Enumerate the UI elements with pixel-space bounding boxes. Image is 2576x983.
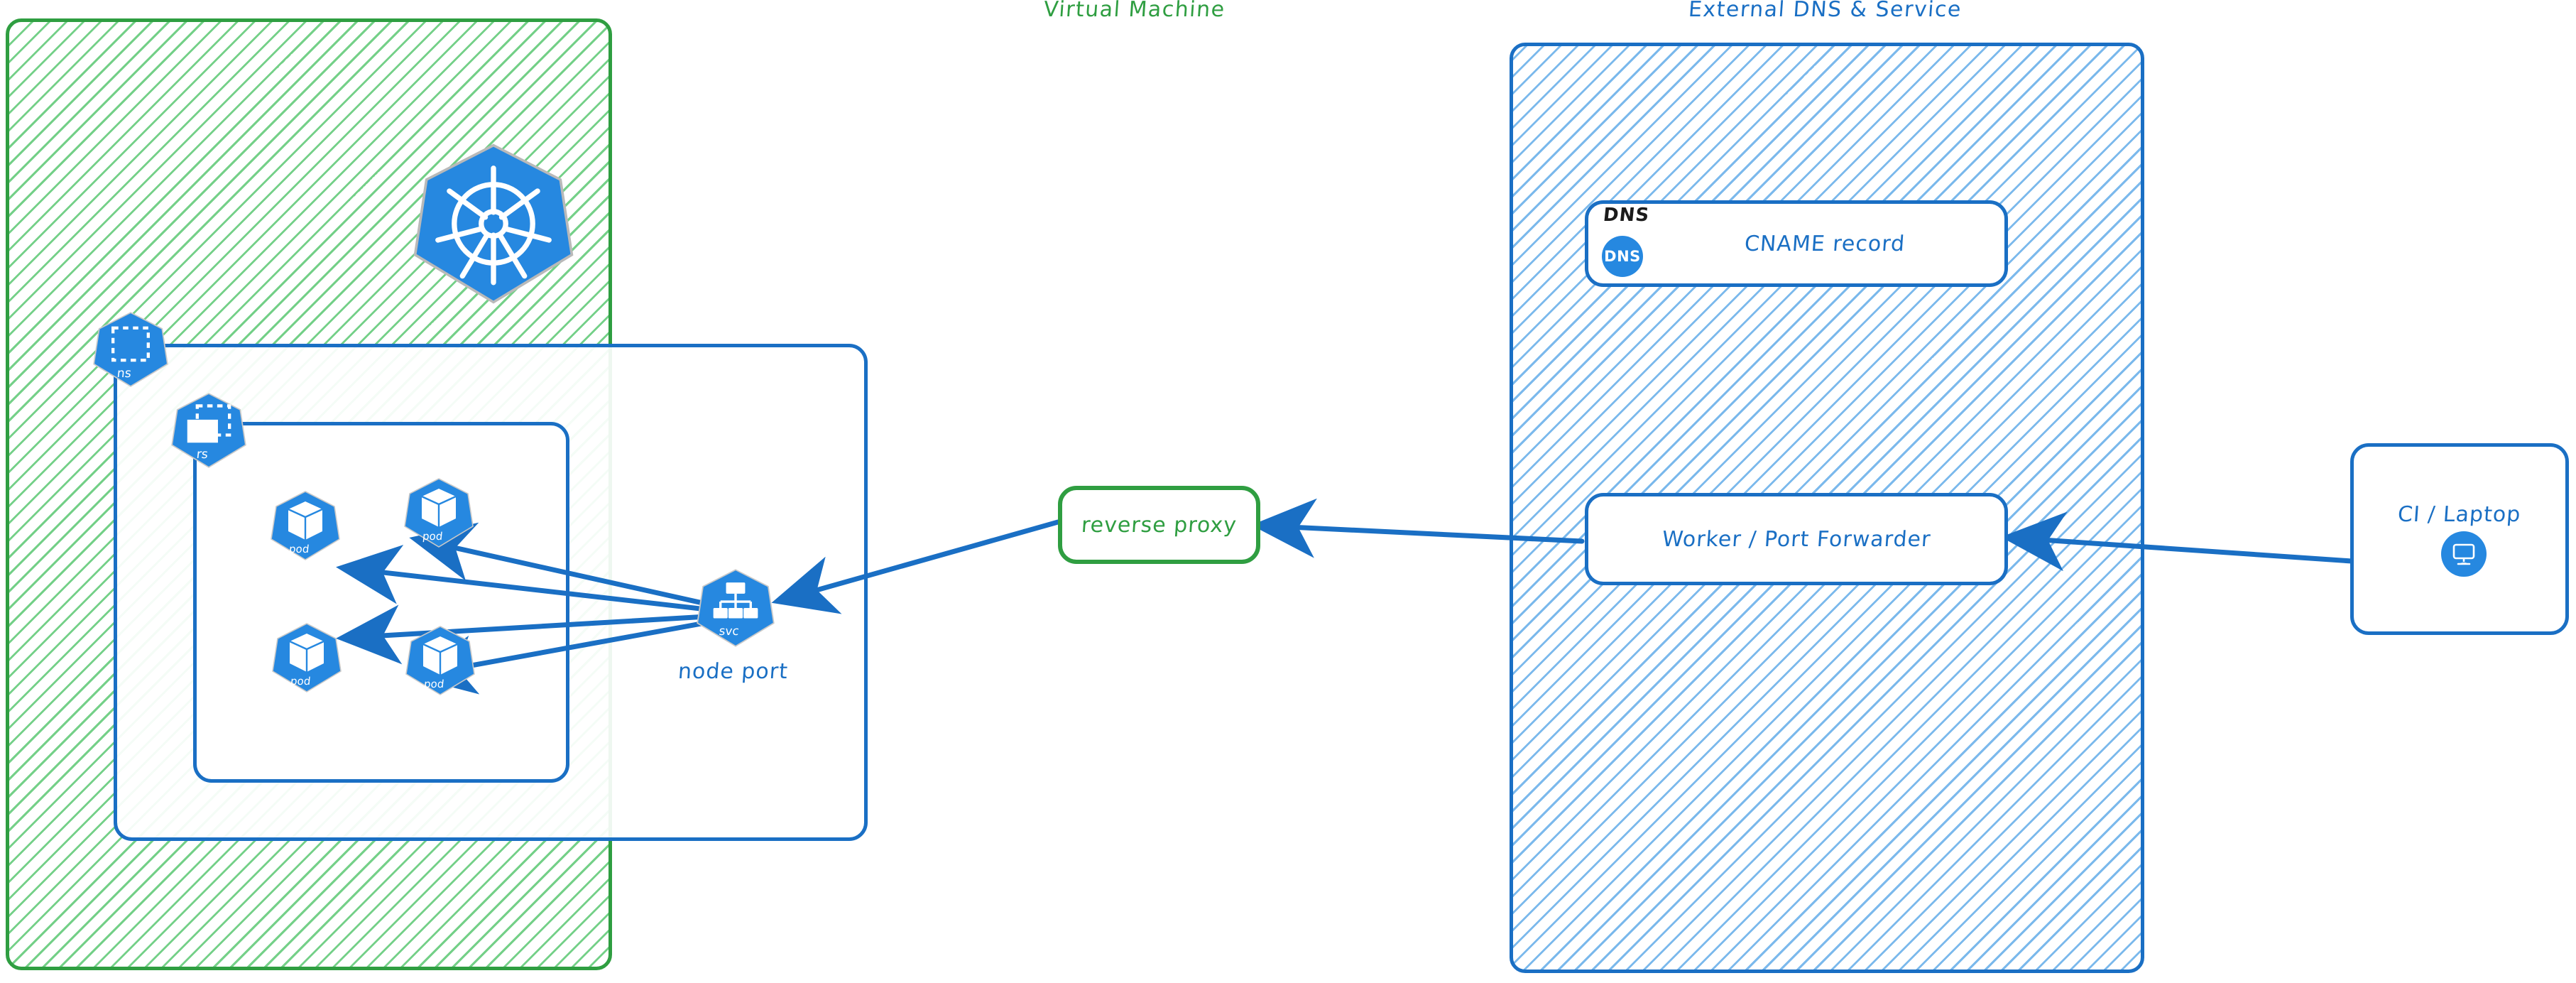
- pod-icon-3: pod: [271, 622, 342, 693]
- pod-label: pod: [288, 543, 310, 555]
- pod-label: pod: [290, 675, 311, 688]
- replicaset-label: rs: [196, 447, 209, 462]
- dns-record-label: CNAME record: [1743, 231, 1906, 256]
- client-label: CI / Laptop: [2397, 501, 2522, 527]
- pod-icon-1: pod: [270, 490, 341, 561]
- node-port-caption: node port: [677, 659, 790, 684]
- dns-tag-label: DNS: [1602, 205, 1651, 226]
- service-icon: svc: [696, 568, 775, 648]
- pod-label: pod: [422, 530, 443, 543]
- worker-port-forwarder-label: Worker / Port Forwarder: [1661, 526, 1932, 552]
- reverse-proxy-node[interactable]: reverse proxy: [1058, 486, 1260, 564]
- group-title-external-dns-service: External DNS & Service: [1687, 0, 1963, 22]
- pod-icon-2: pod: [403, 477, 474, 548]
- service-label: svc: [719, 624, 740, 638]
- pod-icon-4: pod: [405, 625, 476, 696]
- reverse-proxy-label: reverse proxy: [1080, 512, 1238, 538]
- pod-label: pod: [423, 678, 444, 690]
- replicaset-icon: rs: [170, 392, 247, 469]
- client-node[interactable]: CI / Laptop: [2350, 443, 2569, 635]
- namespace-label: ns: [116, 366, 132, 381]
- desktop-monitor-icon: [2441, 531, 2487, 577]
- namespace-icon: ns: [92, 311, 169, 388]
- dns-badge-icon: DNS: [1602, 236, 1643, 277]
- group-title-virtual-machine: Virtual Machine: [1042, 0, 1226, 22]
- replicaset-container: [193, 422, 569, 783]
- kubernetes-logo-icon: [412, 142, 575, 305]
- worker-port-forwarder-node[interactable]: Worker / Port Forwarder: [1585, 493, 2008, 585]
- dns-record-node[interactable]: CNAME record: [1585, 200, 2008, 287]
